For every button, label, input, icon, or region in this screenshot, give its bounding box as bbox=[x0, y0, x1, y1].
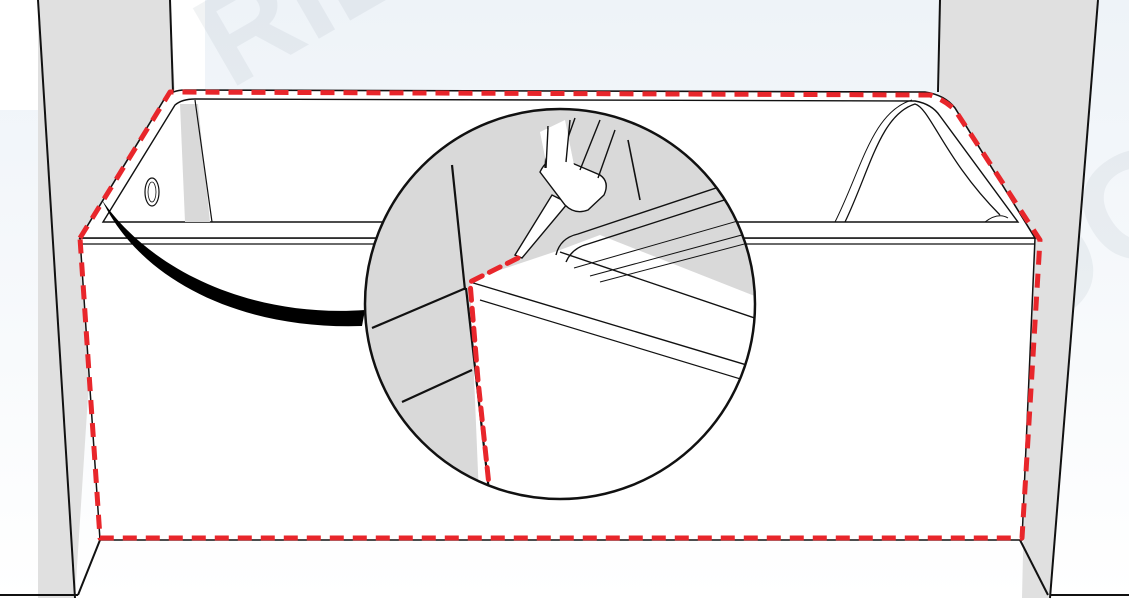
caulk-line-outline bbox=[77, 89, 1043, 541]
caulk-line-zoom bbox=[467, 255, 521, 498]
left-wall bbox=[0, 0, 175, 599]
magnifier-ring bbox=[363, 107, 757, 501]
magnifier-connector bbox=[102, 200, 365, 327]
overflow-drain bbox=[144, 177, 160, 207]
